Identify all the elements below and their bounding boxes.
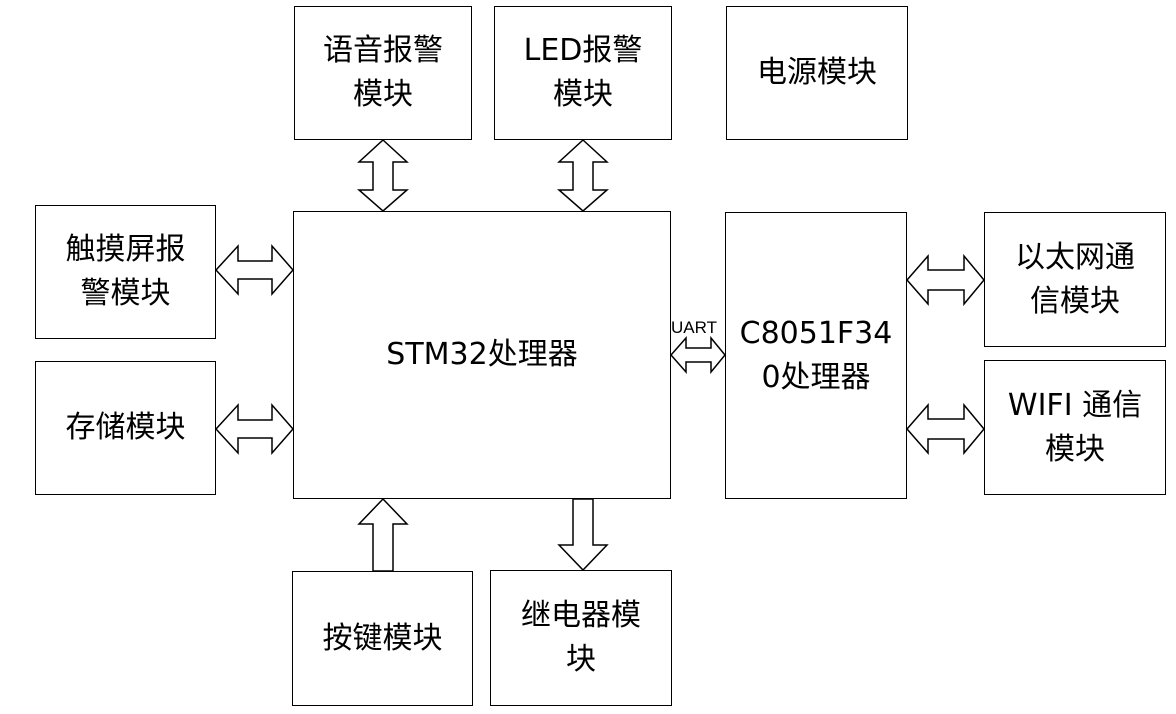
key-module: 按键模块 — [292, 571, 473, 706]
label-line: 电源模块 — [757, 55, 877, 90]
label-line: 模块 — [1045, 431, 1105, 467]
storage-label: 存储模块 — [66, 406, 186, 450]
label-line: 触摸屏报 — [65, 232, 186, 267]
touchscreen-alarm-module: 触摸屏报 警模块 — [35, 205, 216, 339]
arrow-uart — [669, 335, 726, 375]
wifi-module: WIFI 通信 模块 — [984, 360, 1166, 495]
c8051-processor: C8051F34 0处理器 — [725, 212, 907, 499]
label-line: 继电器模 — [521, 598, 641, 633]
label-line: 块 — [566, 642, 596, 677]
stm32-processor: STM32处理器 — [293, 211, 671, 499]
arrow-key-stm32 — [357, 497, 409, 572]
voice-alarm-label: 语音报警 模块 — [323, 29, 443, 117]
label-line: 语音报警 — [323, 33, 443, 68]
label-line: C8051F34 — [739, 315, 893, 351]
label-line: 模块 — [553, 77, 613, 112]
ethernet-label: 以太网通 信模块 — [1015, 236, 1135, 324]
stm32-label: STM32处理器 — [386, 333, 577, 377]
led-alarm-label: LED报警 模块 — [524, 29, 643, 117]
uart-label: UART — [671, 318, 717, 337]
label-line: 以太网通 — [1015, 239, 1135, 275]
arrow-voice-stm32 — [357, 138, 409, 212]
ethernet-module: 以太网通 信模块 — [984, 212, 1166, 347]
label-line: STM32处理器 — [386, 337, 578, 372]
relay-module: 继电器模 块 — [490, 570, 672, 706]
led-alarm-module: LED报警 模块 — [494, 6, 672, 140]
arrow-stm32-relay — [557, 498, 609, 572]
touchscreen-alarm-label: 触摸屏报 警模块 — [66, 228, 186, 316]
label-line: 信模块 — [1030, 283, 1120, 319]
voice-alarm-module: 语音报警 模块 — [294, 6, 472, 140]
power-label: 电源模块 — [757, 51, 877, 95]
label-line: 模块 — [353, 77, 413, 112]
wifi-label: WIFI 通信 模块 — [1008, 384, 1142, 472]
key-label: 按键模块 — [323, 617, 443, 661]
label-line: WIFI 通信 — [1007, 387, 1143, 423]
label-line: 存储模块 — [65, 410, 186, 445]
power-module: 电源模块 — [726, 6, 908, 140]
label-line: 按键模块 — [322, 620, 443, 656]
arrow-c8051-wifi — [906, 402, 985, 456]
label-line: 警模块 — [80, 276, 171, 311]
arrow-led-stm32 — [557, 138, 609, 212]
label-line: 0处理器 — [761, 359, 871, 395]
c8051-label: C8051F34 0处理器 — [740, 312, 893, 400]
arrow-touch-stm32 — [214, 244, 294, 296]
arrow-storage-stm32 — [214, 403, 294, 455]
label-line: LED报警 — [523, 33, 643, 68]
storage-module: 存储模块 — [35, 361, 216, 495]
arrow-c8051-eth — [906, 253, 985, 307]
relay-label: 继电器模 块 — [521, 594, 641, 682]
